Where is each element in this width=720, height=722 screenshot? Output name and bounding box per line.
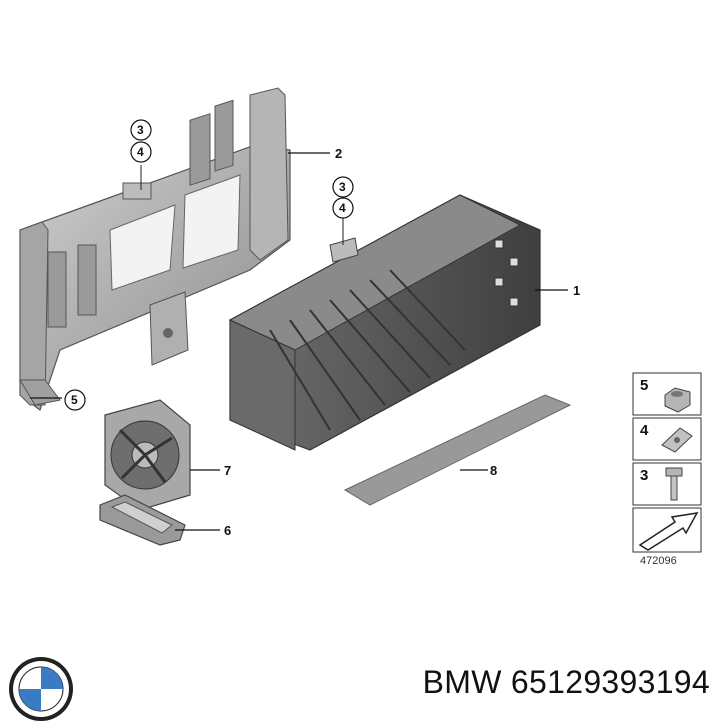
bmw-logo-icon bbox=[9, 657, 73, 721]
amplifier-part bbox=[228, 194, 541, 451]
circle-label-3-bracket: 3 bbox=[137, 123, 144, 137]
fan-cover-part bbox=[99, 494, 186, 546]
circle-label-5-bracket: 5 bbox=[71, 393, 78, 407]
legend-number-3: 3 bbox=[640, 467, 649, 484]
direction-arrow-icon bbox=[638, 512, 699, 551]
bracket-part bbox=[19, 87, 291, 411]
circle-label-3-amplifier: 3 bbox=[339, 180, 346, 194]
clip-nut-icon bbox=[661, 427, 693, 453]
leader-lines bbox=[30, 152, 568, 531]
legend-number-4: 4 bbox=[640, 422, 649, 439]
hex-nut-icon bbox=[664, 387, 691, 413]
footer: BMW 65129393194 bbox=[0, 650, 720, 721]
callout-7: 7 bbox=[224, 463, 231, 478]
callout-8: 8 bbox=[490, 463, 497, 478]
callout-2: 2 bbox=[335, 146, 342, 161]
fan-part bbox=[104, 399, 191, 511]
part-number-text: BMW 65129393194 bbox=[422, 664, 710, 700]
circle-label-4-bracket: 4 bbox=[137, 145, 144, 159]
bolt-icon bbox=[665, 467, 683, 501]
insulation-pad-part bbox=[343, 394, 572, 506]
legend-number-5: 5 bbox=[640, 377, 649, 394]
callout-6: 6 bbox=[224, 523, 231, 538]
callout-1: 1 bbox=[573, 283, 580, 298]
circle-label-4-amplifier: 4 bbox=[339, 201, 346, 215]
drawing-id: 472096 bbox=[640, 555, 677, 567]
circle-callouts bbox=[64, 119, 354, 411]
